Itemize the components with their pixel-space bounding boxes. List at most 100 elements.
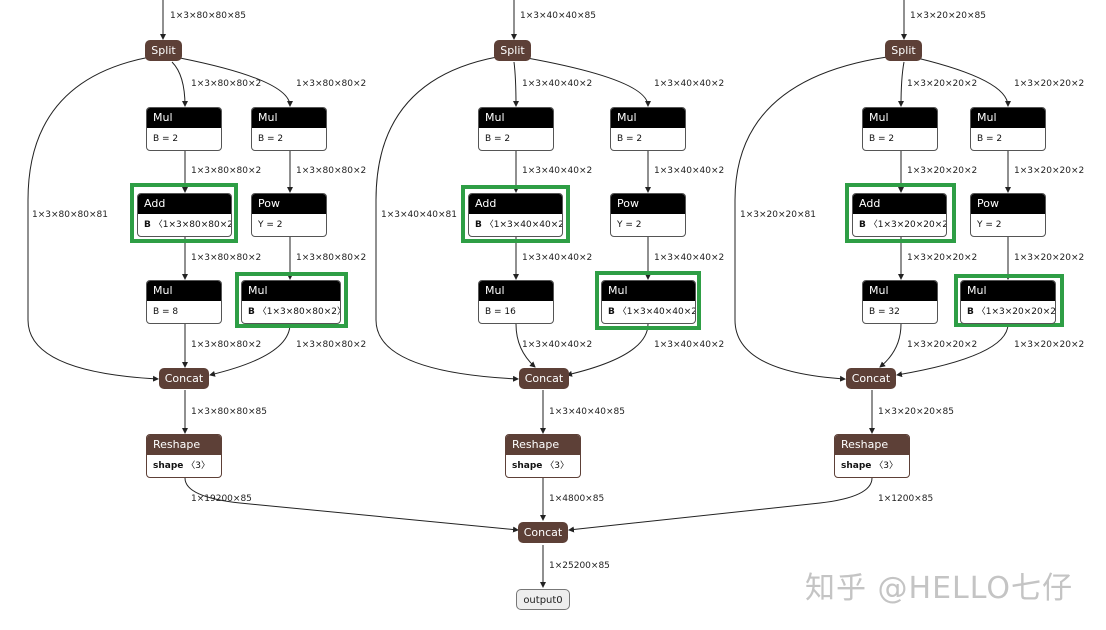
node-attr: B = 2	[258, 134, 284, 144]
highlight-box	[595, 271, 701, 330]
edge-label: 1×3×80×80×2	[191, 253, 262, 263]
add-node[interactable]: Add B 〈1×3×80×80×2〉	[137, 193, 232, 237]
reshape-node[interactable]: Reshape shape 〈3〉	[834, 434, 910, 478]
edge-label: 1×4800×85	[549, 494, 605, 504]
node-attr: B 〈1×3×40×40×2〉	[602, 301, 695, 323]
edge-label: 1×3×40×40×2	[522, 340, 593, 350]
edge-label: 1×3×80×80×85	[170, 11, 246, 21]
add-node[interactable]: Add B 〈1×3×20×20×2〉	[852, 193, 947, 237]
node-title: Mul	[147, 108, 221, 128]
attr-key: B	[967, 307, 974, 317]
highlight-box	[845, 183, 956, 243]
node-attr: Y = 2	[977, 220, 1002, 230]
pow-node[interactable]: Pow Y = 2	[610, 193, 686, 237]
edge	[375, 56, 519, 382]
edge-label: 1×3×80×80×2	[296, 79, 367, 89]
edge	[898, 61, 905, 107]
node-attr: B 〈1×3×80×80×2〉	[138, 214, 231, 236]
mul-node[interactable]: Mul B 〈1×3×80×80×2〉	[241, 280, 341, 324]
reshape-node[interactable]: Reshape shape 〈3〉	[146, 434, 222, 478]
split-node[interactable]: Split	[494, 40, 531, 61]
attr-key: shape	[153, 461, 184, 471]
node-title: Reshape	[147, 435, 221, 455]
edge-label: 1×3×20×20×2	[907, 340, 978, 350]
concat-node[interactable]: Concat	[159, 368, 209, 389]
mul-node[interactable]: Mul B = 2	[970, 107, 1046, 151]
edge	[734, 56, 888, 382]
node-attr: B = 2	[977, 134, 1003, 144]
output-node[interactable]: output0	[516, 589, 570, 610]
edge-label: 1×3×40×40×2	[654, 79, 725, 89]
mul-node[interactable]: Mul B = 32	[862, 280, 938, 324]
node-title: Mul	[252, 108, 326, 128]
split-node[interactable]: Split	[145, 40, 182, 61]
edge-label: 1×3×40×40×2	[522, 253, 593, 263]
mul-node[interactable]: Mul B 〈1×3×40×40×2〉	[601, 280, 696, 324]
highlight-box	[235, 272, 348, 328]
edge-label: 1×3×20×20×2	[1014, 340, 1085, 350]
node-title: Pow	[971, 194, 1045, 214]
highlight-box	[461, 185, 570, 243]
node-title: Reshape	[506, 435, 580, 455]
node-title: Add	[469, 194, 562, 214]
add-node[interactable]: Add B 〈1×3×40×40×2〉	[468, 193, 563, 237]
mul-node[interactable]: Mul B = 2	[862, 107, 938, 151]
edge-label: 1×3×80×80×2	[191, 79, 262, 89]
edge-label: 1×3×80×80×2	[296, 340, 367, 350]
edge-label: 1×3×40×40×81	[381, 210, 457, 220]
edge-label: 1×3×20×20×2	[1014, 253, 1085, 263]
split-node[interactable]: Split	[885, 40, 922, 61]
mul-node[interactable]: Mul B = 2	[146, 107, 222, 151]
attr-key: B	[248, 307, 255, 317]
edge-label: 1×3×20×20×85	[910, 11, 986, 21]
final-concat-node[interactable]: Concat	[518, 522, 568, 543]
attr-value: 〈3〉	[874, 461, 898, 471]
pow-node[interactable]: Pow Y = 2	[970, 193, 1046, 237]
edge-label: 1×25200×85	[549, 561, 610, 571]
node-title: Mul	[479, 108, 553, 128]
mul-node[interactable]: Mul B = 16	[478, 280, 554, 324]
edge-label: 1×3×40×40×85	[520, 11, 596, 21]
attr-value: 〈1×3×80×80×2〉	[257, 307, 341, 317]
node-title: Mul	[863, 108, 937, 128]
edge-label: 1×3×40×40×2	[654, 166, 725, 176]
node-attr: shape 〈3〉	[506, 455, 580, 477]
mul-node[interactable]: Mul B = 2	[251, 107, 327, 151]
edge-label: 1×3×80×80×2	[191, 340, 262, 350]
node-title: Mul	[147, 281, 221, 301]
mul-node[interactable]: Mul B 〈1×3×20×20×2〉	[960, 280, 1056, 324]
edge	[879, 323, 902, 368]
pow-node[interactable]: Pow Y = 2	[251, 193, 327, 237]
node-attr: B = 8	[153, 307, 179, 317]
mul-node[interactable]: Mul B = 8	[146, 280, 222, 324]
highlight-box	[130, 183, 238, 243]
node-attr: B = 2	[153, 134, 179, 144]
node-title: Add	[853, 194, 946, 214]
concat-node[interactable]: Concat	[846, 368, 896, 389]
edge	[568, 477, 873, 533]
attr-key: shape	[841, 461, 872, 471]
node-attr: Y = 2	[617, 220, 642, 230]
mul-node[interactable]: Mul B = 2	[610, 107, 686, 151]
edge	[27, 56, 159, 382]
edge-label: 1×3×20×20×2	[907, 253, 978, 263]
concat-node[interactable]: Concat	[519, 368, 569, 389]
reshape-node[interactable]: Reshape shape 〈3〉	[505, 434, 581, 478]
node-title: Add	[138, 194, 231, 214]
edge-label: 1×3×40×40×2	[522, 166, 593, 176]
node-attr: B 〈1×3×40×40×2〉	[469, 214, 562, 236]
edge-label: 1×3×40×40×2	[654, 340, 725, 350]
node-title: Mul	[863, 281, 937, 301]
edge-label: 1×3×20×20×85	[878, 407, 954, 417]
edge	[512, 61, 519, 107]
edge-label: 1×3×20×20×2	[907, 166, 978, 176]
node-title: Mul	[961, 281, 1055, 301]
edge	[566, 323, 649, 377]
node-attr: B = 2	[617, 134, 643, 144]
node-title: Pow	[611, 194, 685, 214]
node-attr: B 〈1×3×20×20×2〉	[961, 301, 1055, 323]
mul-node[interactable]: Mul B = 2	[478, 107, 554, 151]
edge	[916, 57, 1011, 107]
edge-label: 1×3×40×40×2	[522, 79, 593, 89]
